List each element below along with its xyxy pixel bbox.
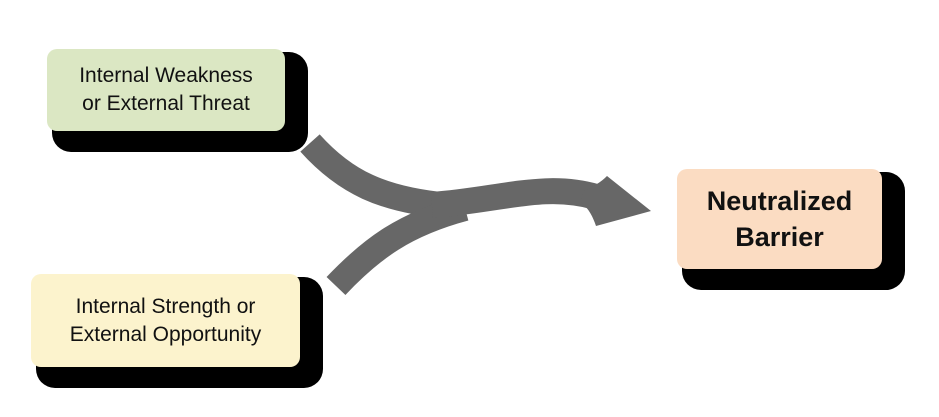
- box-label-line: Barrier: [735, 222, 824, 252]
- box-label-line: or External Threat: [82, 92, 250, 115]
- merge-arrow-lower-tail: [326, 195, 469, 295]
- box-internal-weakness-or-external-threat: Internal Weakness or External Threat: [47, 49, 285, 131]
- merge-arrow-shaft: [431, 178, 600, 218]
- box-label-line: Internal Strength or: [75, 294, 256, 318]
- box-label-line: External Opportunity: [69, 322, 262, 346]
- box-label-line: Neutralized: [706, 186, 853, 216]
- box-neutralized-barrier: Neutralized Barrier: [677, 169, 882, 269]
- box-internal-strength-or-external-opportunity: Internal Strength or External Opportunit…: [31, 274, 300, 367]
- merge-arrow-upper-tail: [300, 134, 452, 219]
- merge-arrow-head: [581, 176, 651, 226]
- box-label-line: Internal Weakness: [79, 64, 253, 87]
